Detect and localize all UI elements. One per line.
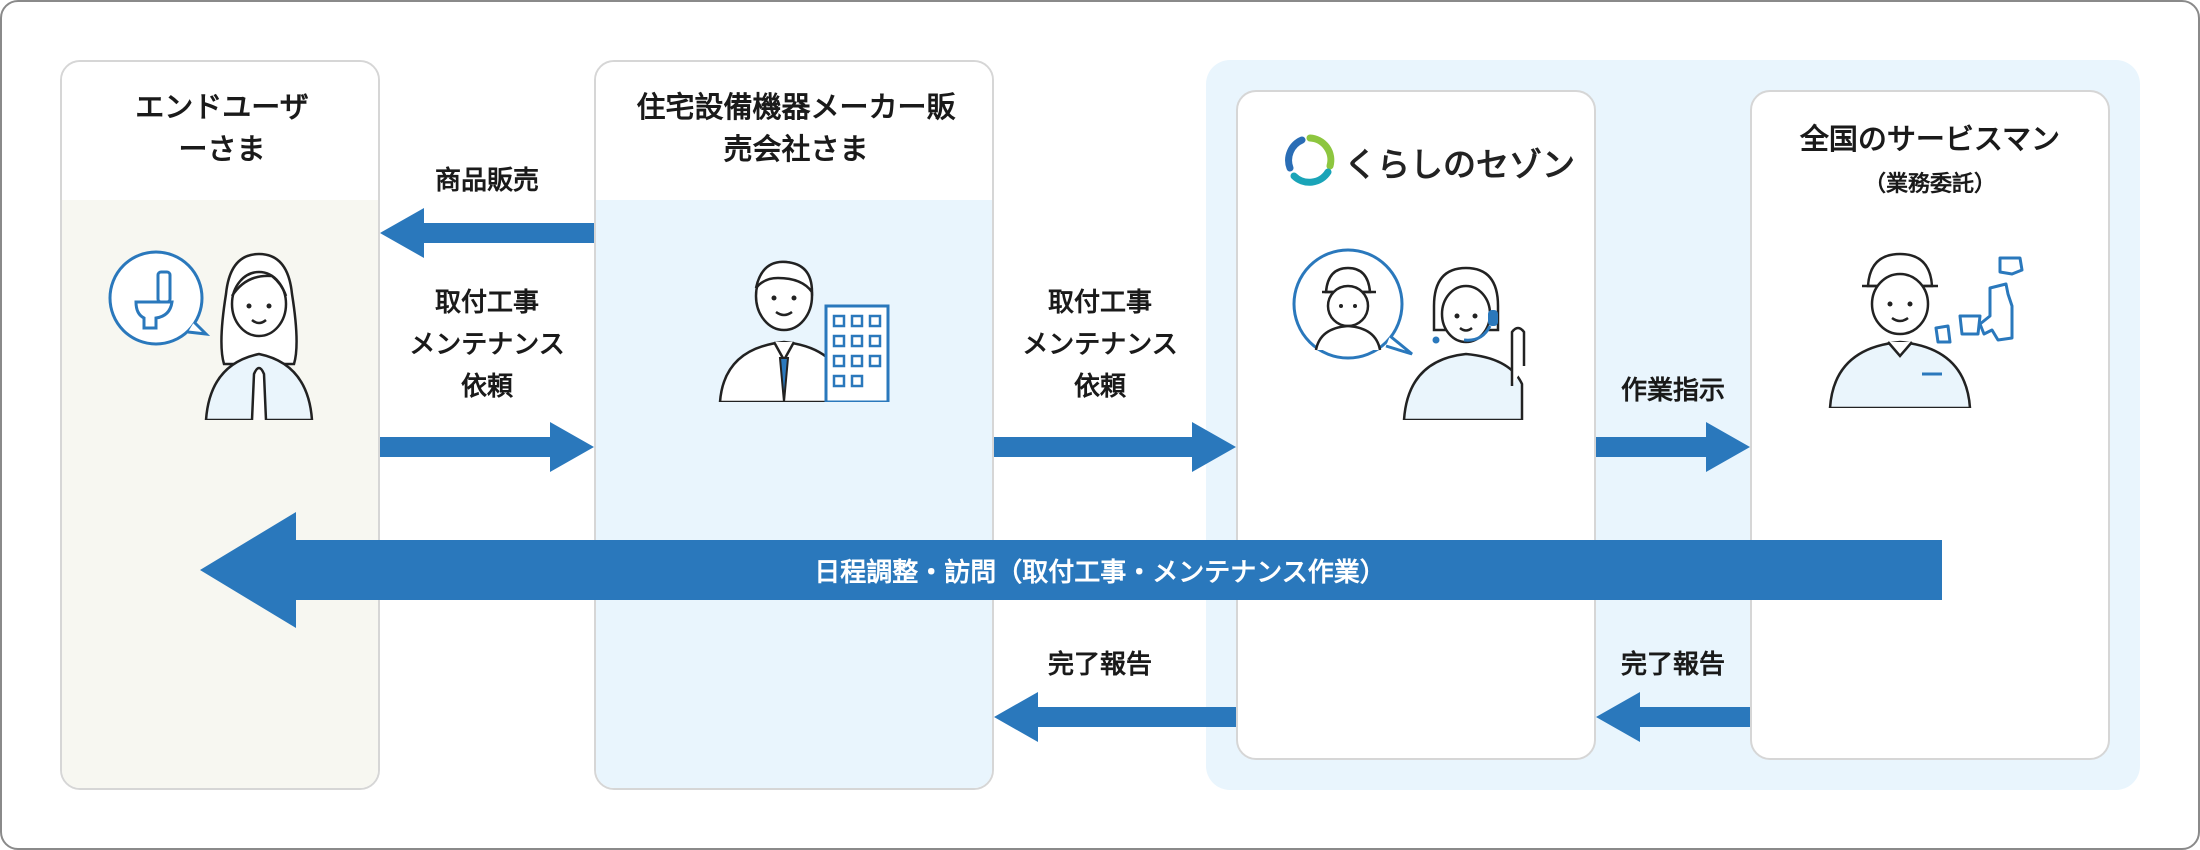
report-mid-arrow <box>994 692 1236 742</box>
report-right-arrow <box>1596 692 1750 742</box>
maker-header: 住宅設備機器メーカー販売会社さま <box>596 62 992 200</box>
saison-logo-text: くらしのセゾン <box>1344 145 1575 184</box>
serviceman-icon <box>1828 252 1972 408</box>
office-building-icon <box>824 304 890 402</box>
operator-headset-icon <box>1402 266 1526 420</box>
end-user-header: エンドユーザーさま <box>62 62 378 200</box>
toilet-bubble-icon <box>108 250 210 346</box>
schedule-visit-label: 日程調整・訪問（取付工事・メンテナンス作業） <box>814 558 1386 588</box>
report-mid-label: 完了報告 <box>1047 650 1152 680</box>
product-sale-label: 商品販売 <box>434 166 539 196</box>
technician-bubble-icon <box>1292 248 1413 360</box>
woman-praying-icon <box>204 252 314 420</box>
product-sale-arrow <box>380 208 594 258</box>
report-right-label: 完了報告 <box>1620 650 1725 680</box>
work-instruction-arrow <box>1596 422 1750 472</box>
end-user-title: エンドユーザーさま <box>135 90 309 166</box>
request-mid-arrow <box>994 422 1236 472</box>
work-instruction-label: 作業指示 <box>1620 376 1725 406</box>
maker-title: 住宅設備機器メーカー販売会社さま <box>636 90 956 166</box>
maker-card: 住宅設備機器メーカー販売会社さま <box>594 60 994 790</box>
saison-card <box>1236 90 1596 760</box>
serviceman-subtitle: （業務委託） <box>1863 172 1996 197</box>
serviceman-title: 全国のサービスマン <box>1799 122 2061 156</box>
request-left-label: 取付工事 メンテナンス 依頼 <box>409 288 565 402</box>
request-mid-label: 取付工事 メンテナンス 依頼 <box>1022 288 1178 402</box>
saison-logo: くらしのセゾン <box>1284 134 1575 186</box>
saison-logo-mark-icon <box>1285 134 1335 186</box>
request-left-arrow <box>380 422 594 472</box>
schedule-visit-arrow <box>200 512 1942 628</box>
end-user-card: エンドユーザーさま <box>60 60 380 790</box>
serviceman-card: 全国のサービスマン （業務委託） <box>1750 90 2110 760</box>
businessman-icon <box>718 260 850 402</box>
japan-map-icon <box>1934 256 2024 344</box>
